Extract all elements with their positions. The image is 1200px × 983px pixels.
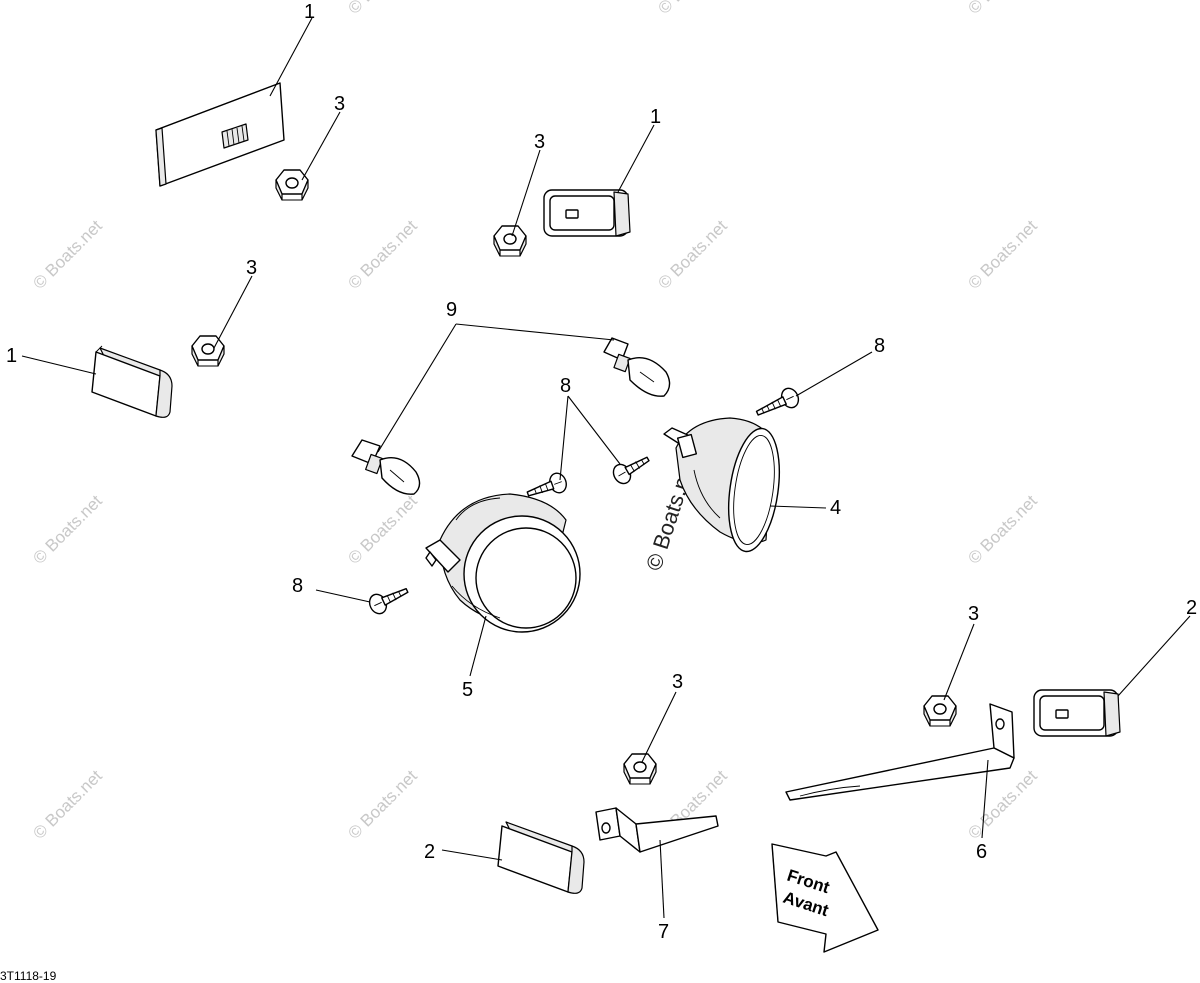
callout-8: 8 [874, 335, 885, 357]
reflector-bottom [497, 821, 585, 894]
watermark: © Boats.net [344, 491, 421, 568]
callout-3: 3 [968, 603, 979, 625]
watermark: © Boats.net [29, 491, 106, 568]
callout-3: 3 [534, 131, 545, 153]
bulb-upper [603, 337, 671, 397]
callout-6: 6 [976, 841, 987, 863]
callout-8: 8 [560, 375, 571, 397]
screw [526, 472, 567, 497]
hex-nut [493, 225, 527, 257]
watermark: © Boats.net [964, 0, 1041, 18]
watermark: © Boats.net [654, 0, 731, 18]
hex-nut [275, 169, 309, 201]
callout-2: 2 [1186, 597, 1197, 619]
callout-numbers: 1 3 1 3 3 1 9 8 8 8 4 5 3 3 2 6 2 7 [6, 1, 1197, 943]
watermark: © Boats.net [654, 216, 731, 293]
reflector-left [91, 345, 173, 418]
callout-9: 9 [446, 299, 457, 321]
hex-nut [191, 335, 225, 367]
callout-1: 1 [650, 106, 661, 128]
leader-lines [21, 17, 1191, 919]
callout-1: 1 [6, 345, 17, 367]
bracket-long [785, 703, 1015, 801]
watermark: © Boats.net [964, 491, 1041, 568]
screw [612, 456, 650, 485]
bracket-small [595, 807, 719, 853]
callout-4: 4 [830, 497, 841, 519]
headlamp-right [663, 417, 780, 553]
front-direction-arrow: Front Avant [771, 843, 879, 953]
callout-3: 3 [672, 671, 683, 693]
callout-5: 5 [462, 679, 473, 701]
callout-1: 1 [304, 1, 315, 23]
watermark: © Boats.net [344, 0, 421, 18]
watermark: © Boats.net [964, 766, 1041, 843]
reflector-plate-large [155, 82, 285, 187]
watermark: © Boats.net [344, 216, 421, 293]
callout-2: 2 [424, 841, 435, 863]
callout-3: 3 [334, 93, 345, 115]
figure-reference: s3T1118-19 [0, 969, 57, 983]
bulb-lower [351, 439, 421, 495]
hex-nut [623, 753, 657, 785]
callout-8: 8 [292, 575, 303, 597]
hex-nut [923, 695, 957, 727]
watermark: © Boats.net [29, 216, 106, 293]
watermark: © Boats.net [29, 766, 106, 843]
screw [368, 587, 409, 615]
watermark: © Boats.net [964, 216, 1041, 293]
reflector-top-center [543, 189, 631, 237]
callout-7: 7 [658, 921, 669, 943]
callout-3: 3 [246, 257, 257, 279]
watermark: © Boats.net [344, 766, 421, 843]
headlamp-center [425, 493, 581, 633]
screw [755, 387, 800, 416]
reflector-right [1033, 689, 1121, 737]
mounting-stud [221, 123, 249, 149]
